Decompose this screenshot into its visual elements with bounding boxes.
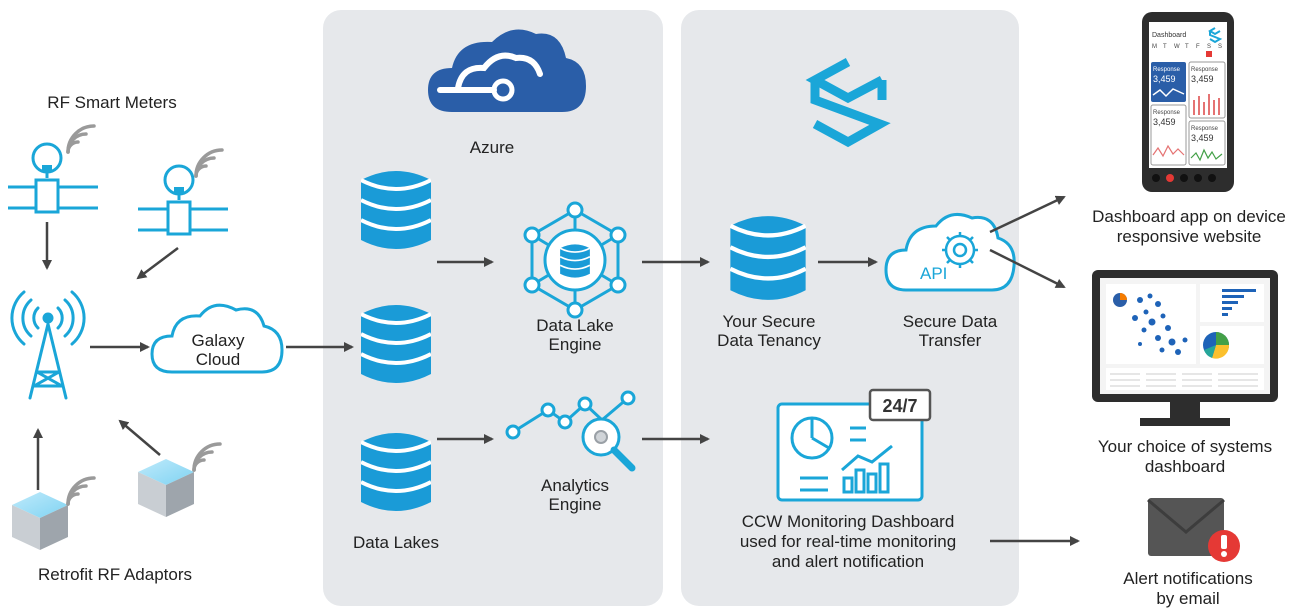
card-label: Response xyxy=(1191,126,1219,132)
card-value: 3,459 xyxy=(1191,74,1214,84)
smart-meter-icon xyxy=(138,148,228,236)
weekday: W xyxy=(1174,44,1180,50)
rf-adaptor-cube-icon xyxy=(138,442,222,517)
badge-247: 24/7 xyxy=(882,396,917,416)
card-label: Response xyxy=(1153,67,1181,73)
secure-tenancy-label-2: Data Tenancy xyxy=(717,331,821,350)
card-value: 3,459 xyxy=(1153,117,1176,127)
analytics-engine-icon xyxy=(505,390,636,472)
retrofit-adaptors-label: Retrofit RF Adaptors xyxy=(38,565,192,584)
data-lake-engine-icon xyxy=(523,201,627,319)
azure-label: Azure xyxy=(470,138,514,157)
analytics-engine-label-2: Engine xyxy=(549,495,602,514)
smart-meter-icon xyxy=(8,124,98,214)
pie-chart-icon xyxy=(790,416,834,460)
gear-icon xyxy=(942,232,978,268)
api-cloud-icon: API xyxy=(884,212,1016,292)
systems-label-1: Your choice of systems xyxy=(1098,437,1272,456)
weekday: T xyxy=(1163,44,1167,50)
database-icon xyxy=(361,170,431,250)
weekday: S xyxy=(1218,44,1222,50)
card-label: Response xyxy=(1191,67,1219,73)
alert-label-1: Alert notifications xyxy=(1123,569,1252,588)
ccw-label-2: used for real-time monitoring xyxy=(740,532,956,551)
email-alert-icon xyxy=(1147,498,1240,562)
weekday: F xyxy=(1196,44,1200,50)
secure-tenancy-label-1: Your Secure xyxy=(723,312,816,331)
rf-adaptor-cube-icon xyxy=(12,476,96,550)
arrow xyxy=(989,248,1066,289)
systems-label-2: dashboard xyxy=(1145,457,1225,476)
arrow xyxy=(118,419,161,456)
alert-label-2: by email xyxy=(1156,589,1219,608)
phone-device-icon: Dashboard M T W T F S S Response 3,459 R… xyxy=(1142,12,1234,192)
database-icon xyxy=(730,216,805,300)
weekday: S xyxy=(1207,44,1211,50)
analytics-engine-label-1: Analytics xyxy=(541,476,609,495)
weekday: M xyxy=(1152,44,1157,50)
card-value: 3,459 xyxy=(1191,133,1214,143)
secure-transfer-label-1: Secure Data xyxy=(903,312,998,331)
data-lake-engine-label-2: Engine xyxy=(549,335,602,354)
phone-app-label-2: responsive website xyxy=(1117,227,1262,246)
arrow xyxy=(989,195,1066,234)
brand-logo-icon xyxy=(805,58,891,148)
galaxy-cloud-icon: Galaxy Cloud xyxy=(150,303,284,374)
database-icon xyxy=(361,432,431,512)
data-lakes-label: Data Lakes xyxy=(353,533,439,552)
brand-logo-icon xyxy=(1208,27,1223,44)
ccw-label-1: CCW Monitoring Dashboard xyxy=(742,512,955,531)
data-lake-engine-label-1: Data Lake xyxy=(536,316,614,335)
azure-cloud-icon xyxy=(428,29,586,112)
secure-transfer-label-2: Transfer xyxy=(919,331,982,350)
desktop-monitor-icon xyxy=(1092,270,1278,426)
card-value: 3,459 xyxy=(1153,74,1176,84)
ccw-dashboard-icon: 24/7 xyxy=(776,388,932,502)
phone-title: Dashboard xyxy=(1152,32,1186,39)
bar-chart-icon xyxy=(841,444,893,494)
rf-smart-meters-label: RF Smart Meters xyxy=(47,93,176,112)
ccw-label-3: and alert notification xyxy=(772,552,924,571)
galaxy-cloud-label-2: Cloud xyxy=(196,350,240,369)
phone-app-label-1: Dashboard app on device xyxy=(1092,207,1286,226)
weekday: T xyxy=(1185,44,1189,50)
arrow xyxy=(136,247,179,280)
radio-tower-icon xyxy=(10,290,86,400)
tenancy-panel xyxy=(681,10,1019,606)
database-icon xyxy=(361,304,431,384)
api-label: API xyxy=(920,264,947,283)
card-label: Response xyxy=(1153,110,1181,116)
galaxy-cloud-label-1: Galaxy xyxy=(192,331,245,350)
